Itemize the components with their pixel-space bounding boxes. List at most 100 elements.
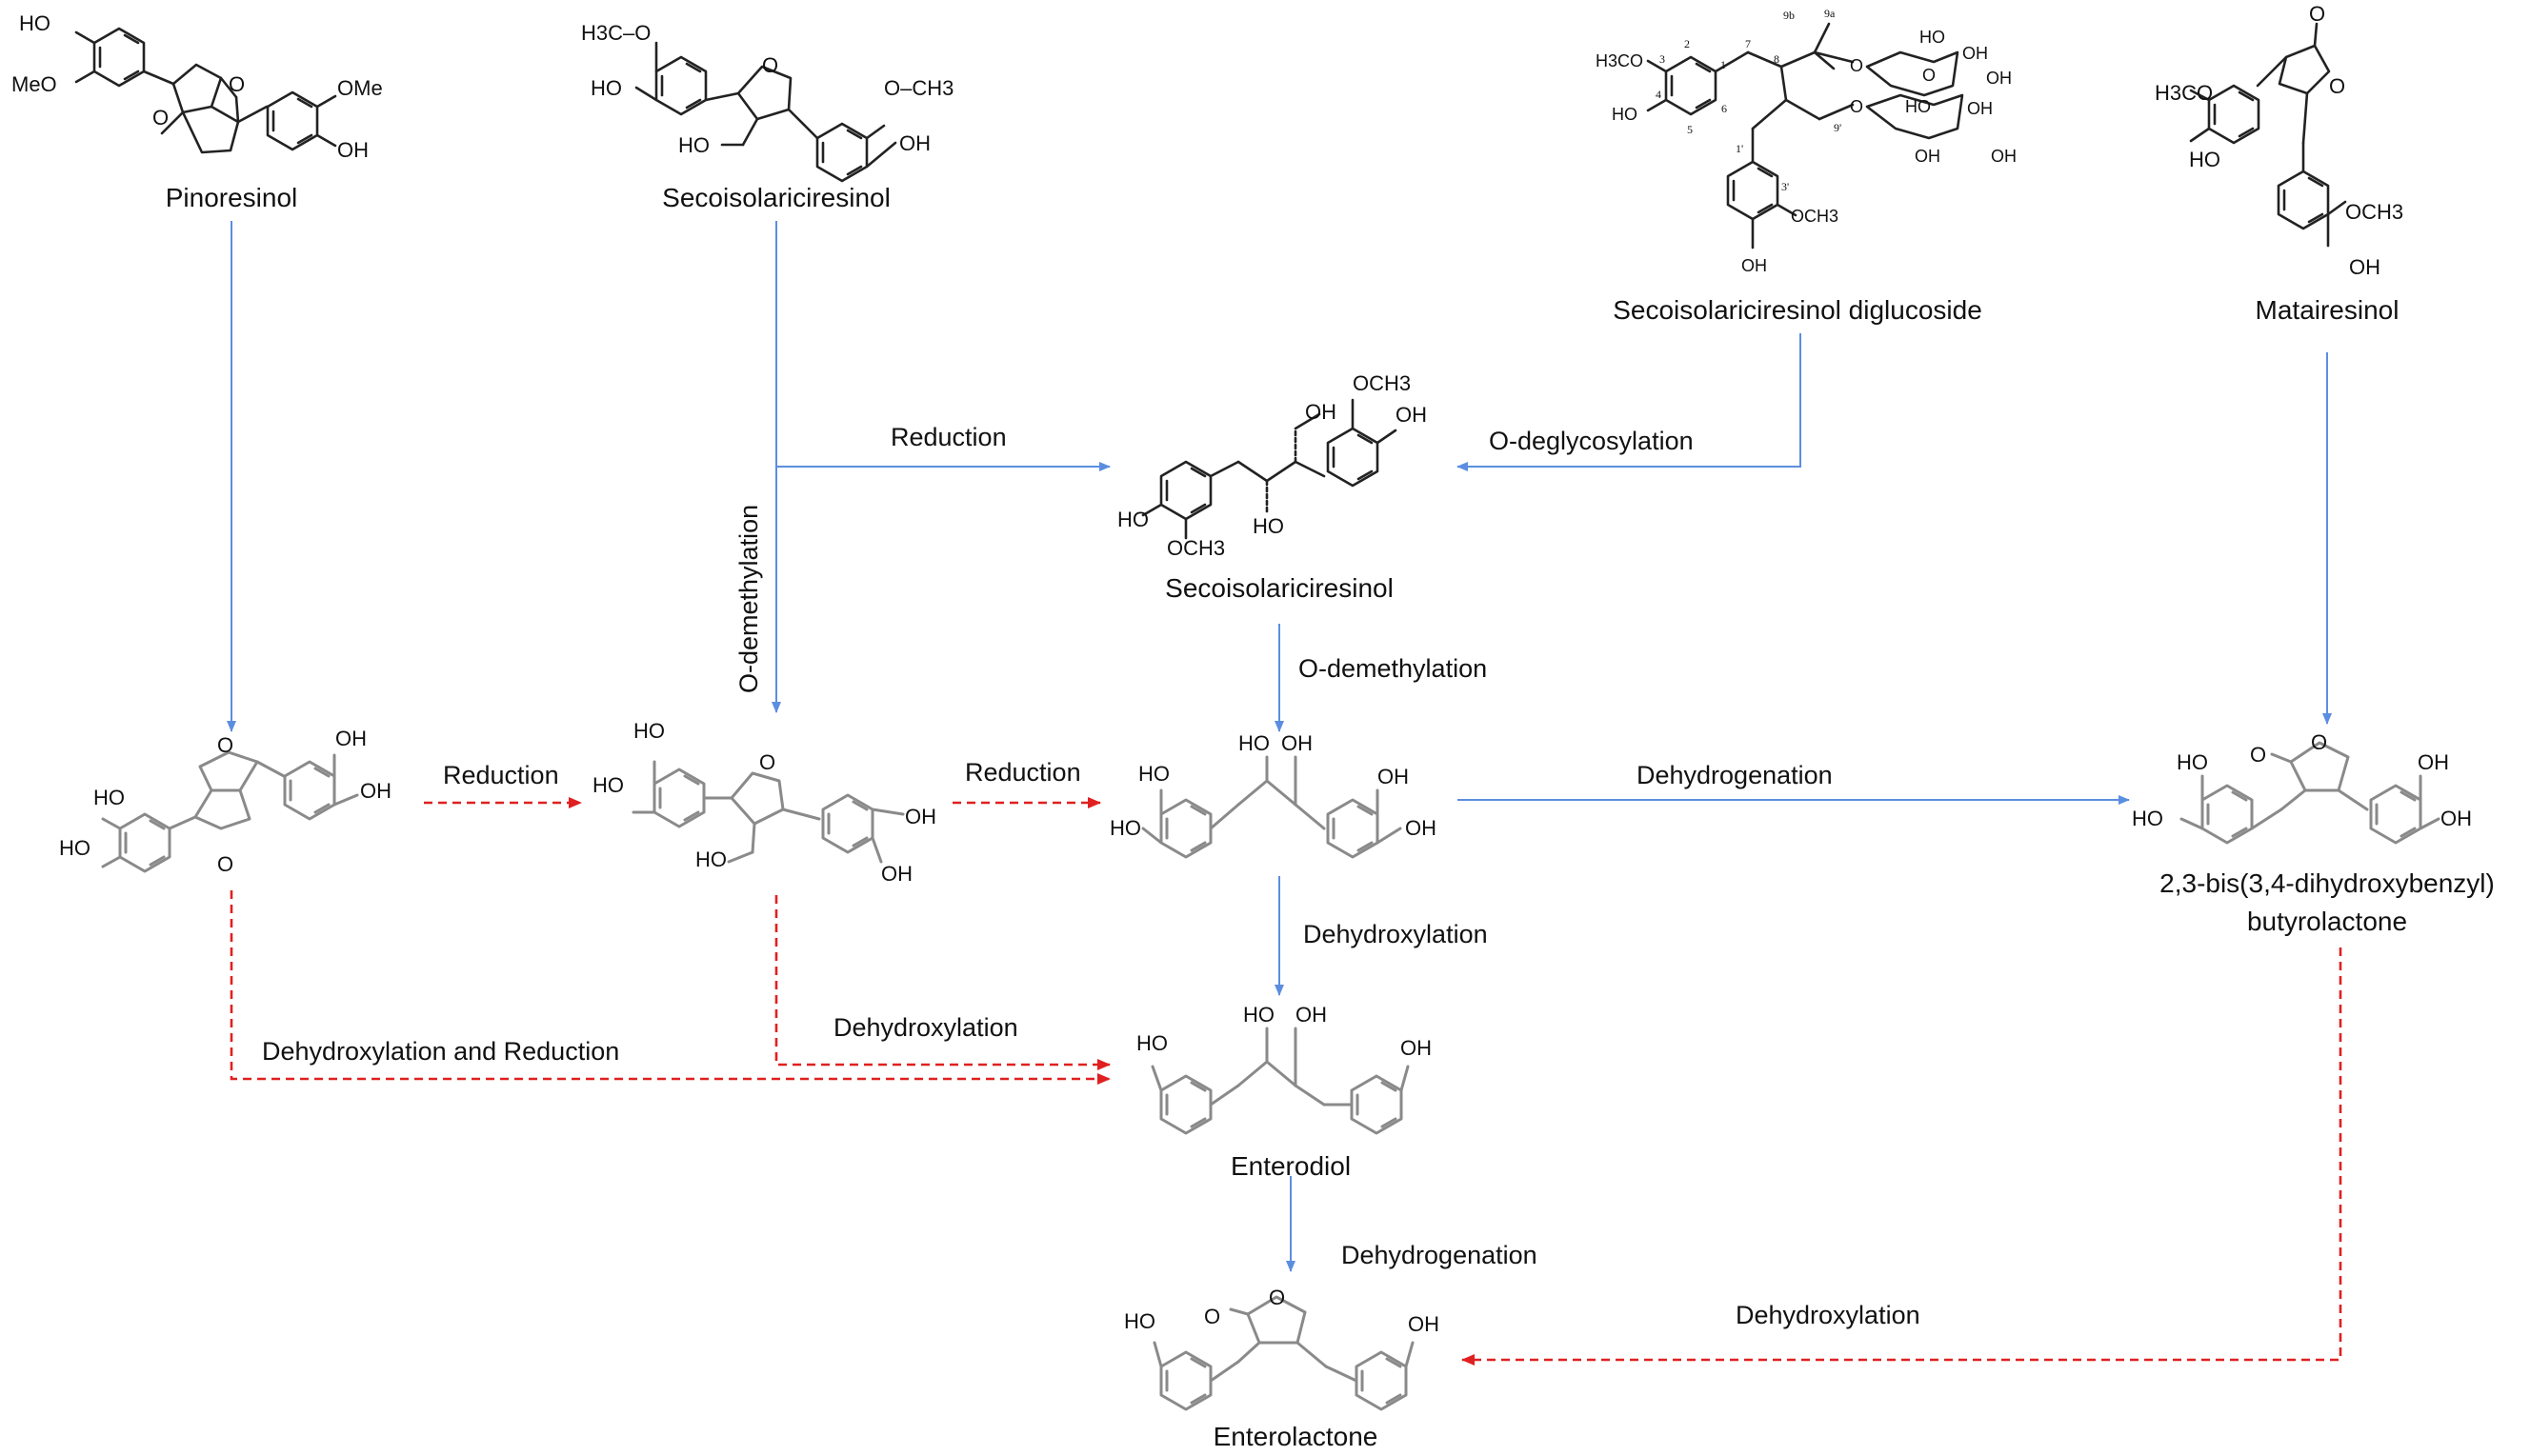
atom-oh: OH	[1295, 1003, 1327, 1027]
label-o-demethylation-vertical: O-demethylation	[734, 505, 763, 693]
atom-oh: OH	[1377, 765, 1409, 788]
atom-o: O	[759, 750, 775, 774]
atom-oh: OH	[1305, 400, 1336, 424]
atom-ho: HO	[1243, 1003, 1275, 1027]
atom-ho: HO	[2177, 750, 2208, 774]
atom-oh: OH	[1967, 99, 1993, 118]
atom-ho: HO	[59, 836, 90, 860]
atom-o: O	[152, 106, 169, 130]
label-dehydrogenation-bottom: Dehydrogenation	[1341, 1241, 1537, 1269]
reaction-labels: Reduction O-deglycosylation O-demethylat…	[262, 423, 1920, 1329]
label-dehydroxylation-left: Dehydroxylation	[833, 1013, 1018, 1042]
atom-ho: HO	[1253, 514, 1284, 538]
structure-sdg: H3CO HO OCH3 OH O O HO OH OH O HO OH OH …	[1596, 7, 2017, 275]
compound-secoisolariciresinol-top: Secoisolariciresinol	[662, 183, 891, 212]
locant: 4	[1656, 88, 1661, 101]
locant: 9b	[1783, 9, 1795, 22]
atom-ho: HO	[678, 133, 710, 157]
atom-och3: OCH3	[1167, 536, 1225, 560]
atom-och3: OCH3	[1353, 371, 1411, 395]
structure-enterolactone: HO O O OH	[1124, 1286, 1439, 1411]
atom-oh: OH	[899, 131, 931, 155]
atom-ho: HO	[19, 11, 50, 35]
structure-matairesinol: O O H3CO HO OCH3 OH	[2155, 2, 2403, 279]
atom-ome: OMe	[337, 76, 383, 100]
atom-meo: MeO	[11, 72, 57, 96]
atom-ho: HO	[1238, 731, 1270, 755]
atom-ho: HO	[1136, 1031, 1168, 1055]
compound-dhbb-line1: 2,3-bis(3,4-dihydroxybenzyl)	[2159, 868, 2495, 898]
compound-pinoresinol: Pinoresinol	[166, 183, 298, 212]
arrow-dehydroxylation-left	[774, 895, 1111, 1070]
structure-pinoresinol: HO MeO O O OMe OH	[11, 11, 383, 162]
atom-oh: OH	[881, 862, 913, 886]
atom-o: O	[229, 72, 245, 96]
atom-ho: HO	[592, 773, 624, 797]
locant: 9'	[1834, 121, 1841, 134]
atom-h3co: H3CO	[1596, 51, 1643, 70]
locant: 1'	[1736, 142, 1743, 155]
atom-oh: OH	[1281, 731, 1313, 755]
atom-ho: HO	[1612, 105, 1637, 124]
locant: 2	[1684, 37, 1690, 50]
structure-enterodiol: HO HO OH OH	[1136, 1003, 1432, 1135]
atom-o: O	[217, 852, 233, 876]
atom-oh: OH	[1991, 147, 2017, 166]
label-o-deglycosylation: O-deglycosylation	[1489, 427, 1694, 455]
locant: 3	[1659, 52, 1665, 66]
label-dehydroxylation-mid: Dehydroxylation	[1303, 920, 1488, 948]
arrow-o-deglycosylation	[1456, 333, 1801, 471]
atom-o: O	[1850, 56, 1863, 75]
atom-ho: HO	[1919, 28, 1945, 47]
atom-oh: OH	[360, 779, 392, 803]
arrow-dehydroxylation-bottom	[1461, 947, 2342, 1366]
atom-oh: OH	[2418, 750, 2449, 774]
atom-ho: HO	[633, 719, 665, 743]
arrow-dehydroxylation-and-reduction	[230, 890, 1111, 1085]
structure-secoisolariciresinol-mid: HO OCH3 HO OH OCH3 OH	[1117, 371, 1427, 560]
atom-ho: HO	[2132, 807, 2163, 830]
locant: 3'	[1781, 180, 1789, 193]
atom-o: O	[1850, 97, 1863, 116]
atom-o: O	[1922, 66, 1936, 85]
label-reduction-left: Reduction	[443, 761, 559, 789]
atom-o: O	[2329, 74, 2345, 98]
label-o-demethylation-mid: O-demethylation	[1298, 654, 1487, 683]
compound-dhbb-line2: butyrolactone	[2247, 907, 2407, 936]
compound-sdg: Secoisolariciresinol diglucoside	[1613, 295, 1982, 325]
atom-h3co: H3C–O	[581, 21, 651, 45]
atom-oh: OH	[2440, 807, 2472, 830]
atom-ho: HO	[93, 786, 125, 809]
locant: 8	[1774, 52, 1779, 66]
structure-tetrahydroxy-secoisolariciresinol: HO HO HO OH OH OH	[1110, 731, 1436, 859]
locant: 1	[1720, 58, 1726, 71]
compound-enterolactone: Enterolactone	[1214, 1422, 1378, 1451]
atom-o: O	[217, 733, 233, 757]
label-dehydroxylation-and-reduction: Dehydroxylation and Reduction	[262, 1037, 619, 1066]
atom-ho: HO	[695, 848, 727, 871]
atom-o: O	[762, 53, 778, 77]
atom-oh: OH	[1405, 816, 1436, 840]
atom-oh: OH	[1915, 147, 1940, 166]
atom-oh: OH	[1396, 403, 1427, 427]
atom-ho: HO	[591, 76, 622, 100]
compound-secoisolariciresinol-mid: Secoisolariciresinol	[1165, 573, 1394, 603]
compound-matairesinol: Matairesinol	[2256, 295, 2399, 325]
atom-oh: OH	[337, 138, 369, 162]
atom-oh: OH	[1986, 69, 2012, 88]
locant: 7	[1745, 37, 1751, 50]
atom-o: O	[1269, 1286, 1285, 1309]
structure-tetrahydroxy-lariciresinol: HO HO O HO OH OH	[592, 719, 936, 886]
structure-dhbb: HO HO O O OH OH	[2132, 730, 2472, 845]
structure-secoisolariciresinol-top: H3C–O HO O HO O–CH3 OH	[581, 21, 954, 183]
structure-tetrahydroxy-pinoresinol: HO HO O O OH OH	[59, 727, 392, 876]
atom-oh: OH	[1741, 256, 1767, 275]
locant: 5	[1687, 123, 1693, 136]
atom-ho: HO	[2189, 148, 2220, 171]
atom-o: O	[2311, 730, 2327, 754]
atom-oh: OH	[1408, 1312, 1439, 1336]
atom-o: O	[2309, 2, 2325, 26]
label-dehydrogenation-top: Dehydrogenation	[1636, 761, 1833, 789]
